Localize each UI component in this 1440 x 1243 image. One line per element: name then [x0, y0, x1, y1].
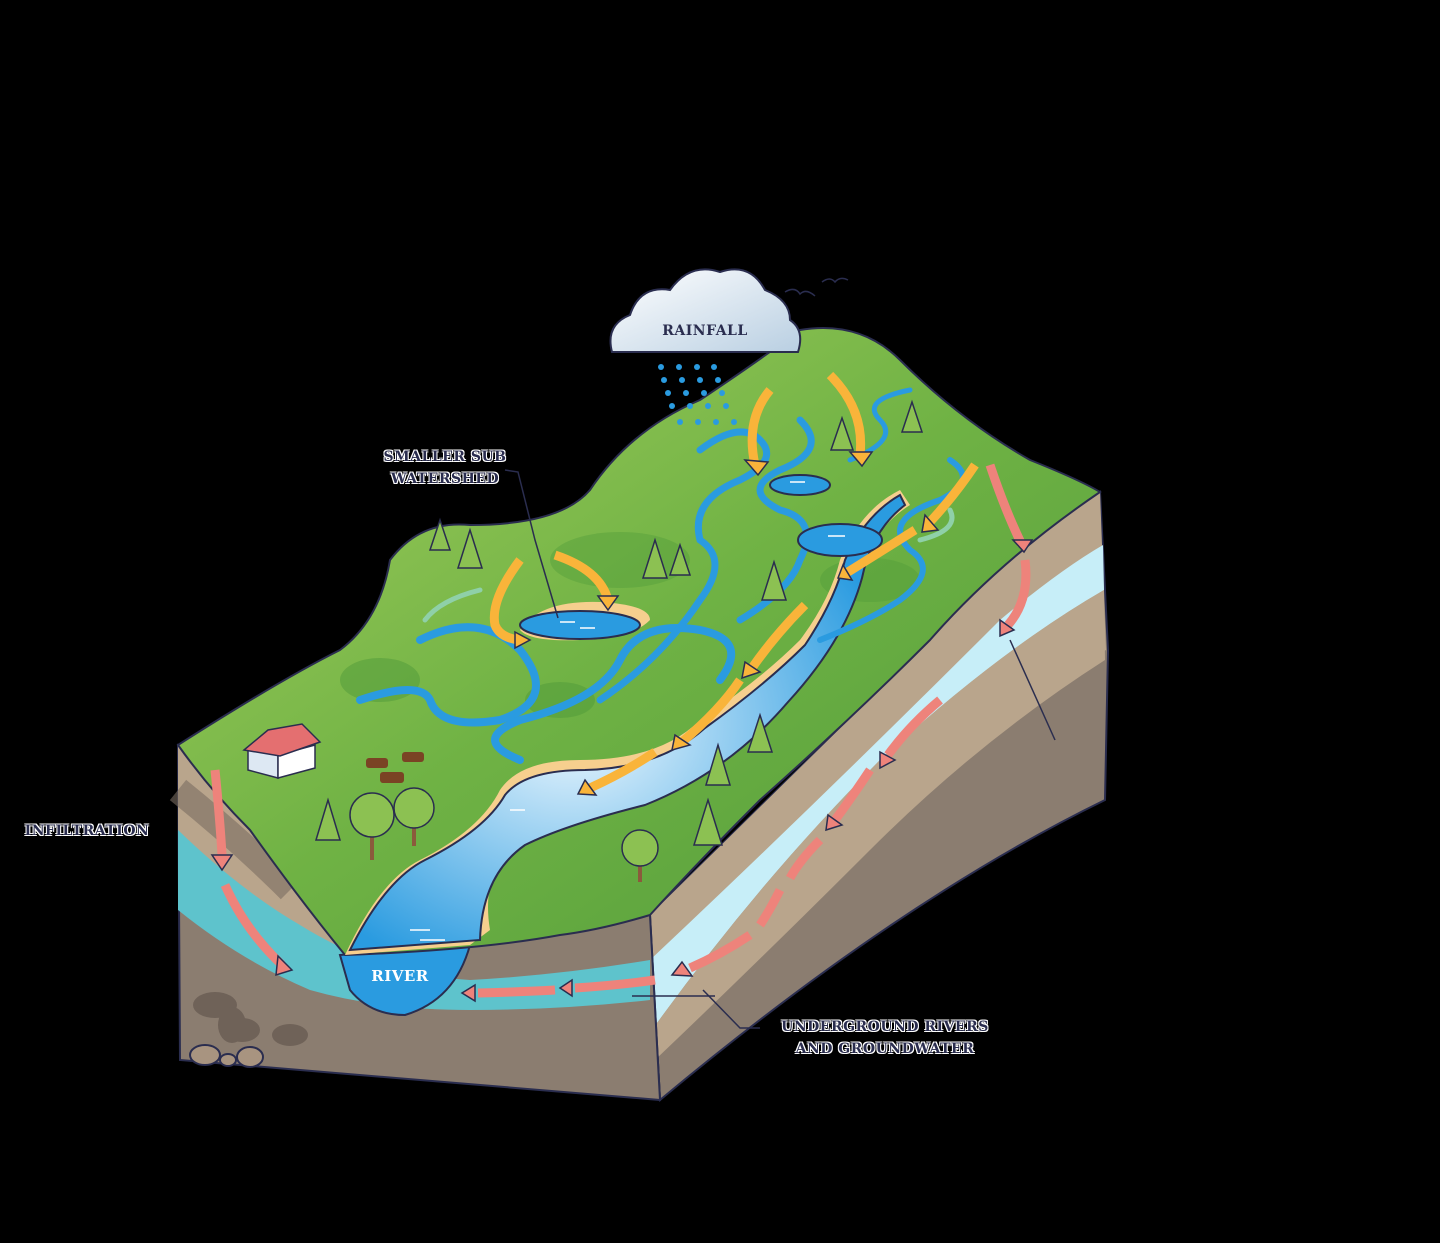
tributary-streams [356, 387, 966, 764]
infiltration-label: INFILTRATION [22, 820, 152, 842]
pine-tree-icon [641, 537, 669, 579]
trees [314, 399, 924, 846]
pine-tree-icon [760, 559, 788, 601]
pine-tree-icon [692, 797, 724, 846]
raindrops-icon [658, 364, 737, 425]
pine-tree-icon [428, 517, 452, 551]
pine-tree-icon [704, 742, 732, 786]
rainfall-text: RAINFALL [662, 323, 748, 339]
oak-tree-icon [393, 787, 435, 846]
rain-cloud-icon [609, 268, 802, 353]
groundwater-arrowheads [210, 539, 1034, 1003]
birds-icon [784, 277, 849, 297]
rainfall-label: RAINFALL [650, 320, 760, 342]
sub-watershed-line1: SMALLER SUB [383, 449, 507, 465]
river-label: RIVER [360, 965, 440, 987]
lakes [410, 474, 883, 941]
runoff-arrowheads [514, 451, 940, 796]
rocks-icon [189, 1044, 264, 1068]
river-text: RIVER [371, 967, 429, 985]
pine-tree-icon [668, 542, 692, 576]
pine-tree-icon [829, 415, 855, 451]
groundwater-label: UNDERGROUND RIVERS AND GROUNDWATER [770, 1016, 1000, 1060]
oak-tree-icon [349, 792, 395, 860]
deciduous-trees [349, 787, 659, 882]
pine-tree-icon [900, 399, 924, 433]
pine-tree-icon [456, 527, 484, 569]
infiltration-text: INFILTRATION [24, 823, 150, 839]
cows-icon [366, 752, 424, 783]
groundwater-line1: UNDERGROUND RIVERS [781, 1019, 989, 1035]
runoff-arrows [489, 371, 979, 793]
groundwater-line2: AND GROUNDWATER [795, 1041, 975, 1057]
right-soil-face [648, 490, 1110, 1103]
groundwater-arrows [210, 463, 1031, 998]
sub-watershed-line2: WATERSHED [390, 471, 500, 487]
leader-lines [504, 469, 1056, 1029]
oak-tree-icon [621, 829, 659, 882]
sub-watershed-label: SMALLER SUB WATERSHED [380, 446, 510, 490]
pine-tree-icon [314, 797, 342, 841]
pine-tree-icon [746, 712, 774, 753]
house-icon [242, 723, 322, 779]
